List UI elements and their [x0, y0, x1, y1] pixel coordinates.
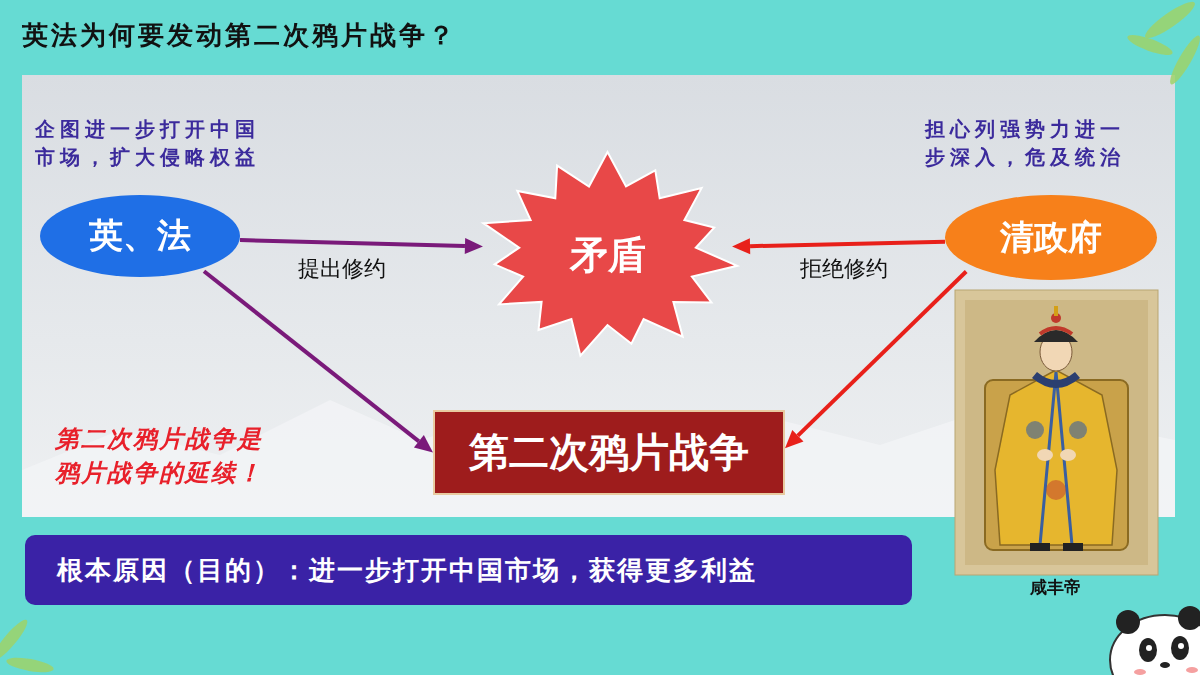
node-text: 根本原因（目的）：进一步打开中国市场，获得更多利益 [57, 553, 757, 588]
arrow-connector [785, 272, 966, 449]
actor-ellipse: 担心列强势力进一 步深入，危及统治清政府 [945, 195, 1157, 280]
portrait-caption: 咸丰帝 [1030, 577, 1110, 597]
node-text: 矛盾 [570, 230, 646, 281]
slide-title: 英法为何要发动第二次鸦片战争？ [22, 18, 457, 53]
node-text: 英、法 [89, 213, 191, 259]
note-text: 第二次鸦片战争是 鸦片战争的延续！ [55, 422, 275, 489]
edge-label: 提出修约 [298, 254, 386, 284]
node-text: 清政府 [1000, 215, 1102, 261]
panda-decoration [1110, 606, 1200, 675]
actor-ellipse: 企图进一步打开中国 市场，扩大侵略权益英、法 [40, 195, 240, 277]
node-text: 第二次鸦片战争 [469, 425, 749, 480]
conclusion-band: 根本原因（目的）：进一步打开中国市场，获得更多利益 [25, 535, 912, 605]
event-box: 第二次鸦片战争 [433, 410, 785, 495]
edge-label: 拒绝修约 [800, 254, 888, 284]
arrow-connector [240, 238, 483, 254]
node-heading: 企图进一步打开中国 市场，扩大侵略权益 [35, 115, 290, 171]
arrow-connector [732, 238, 945, 254]
node-heading: 担心列强势力进一 步深入，危及统治 [925, 115, 1145, 171]
conflict-star: 矛盾 [475, 150, 740, 360]
